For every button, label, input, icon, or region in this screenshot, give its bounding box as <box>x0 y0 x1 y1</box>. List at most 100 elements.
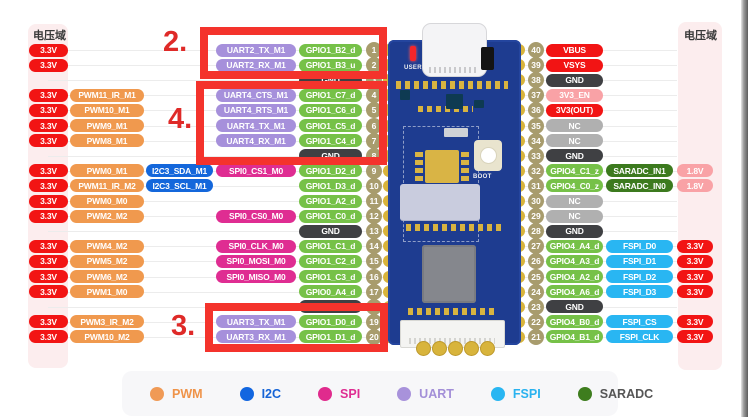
fspi-pill: FSPI_D2 <box>606 270 673 283</box>
voltage-pill: 3.3V <box>677 285 713 299</box>
pwm-pill: PWM9_M1 <box>70 119 144 132</box>
gpio-pill: GPIO1_C2_d <box>299 254 362 268</box>
user-led <box>410 46 416 61</box>
saradc-color-dot <box>577 386 592 401</box>
voltage-pill: 1.8V <box>677 164 713 178</box>
power-pill: VBUS <box>546 43 603 57</box>
nc-pill: NC <box>546 119 603 132</box>
gpio-pill: GPIO0_A4_d <box>299 285 362 299</box>
voltage-pill: 3.3V <box>677 239 713 253</box>
nc-pill: NC <box>546 194 603 208</box>
gpio-pill: GPIO4_A2_d <box>546 270 603 283</box>
gpio-pill: GPIO1_D3_d <box>299 179 362 193</box>
voltage-domain-header-left: 电压域 <box>33 30 66 42</box>
pin-number: 4 <box>366 87 382 104</box>
fspi-pill: FSPI_D0 <box>606 239 673 253</box>
legend-item-saradc: SARADC <box>577 386 653 401</box>
chip-footprint-pad <box>415 168 423 173</box>
fspi-pill: FSPI_D3 <box>606 285 673 299</box>
pin-number: 1 <box>366 42 382 58</box>
legend-item-uart: UART <box>397 386 454 401</box>
voltage-domain-column-right <box>678 22 722 370</box>
annotation-number-3: 3. <box>171 310 196 342</box>
gpio-pill: GPIO4_B1_d <box>546 330 603 344</box>
board-pad-bottom <box>480 341 495 356</box>
chip-footprint-pad <box>415 152 423 157</box>
pwm-pill: PWM0_M0 <box>70 194 144 208</box>
gpio-pill: GPIO1_B2_d <box>299 43 362 57</box>
soc-chip <box>422 245 476 303</box>
voltage-domain-header-right: 电压域 <box>684 30 717 42</box>
pwm-pill: PWM11_IR_M1 <box>70 88 144 102</box>
saradc-pill: SARADC_IN0 <box>606 179 673 193</box>
pin-number: 24 <box>528 283 544 300</box>
pin-number: 29 <box>528 208 544 225</box>
voltage-pill: 3.3V <box>29 270 68 283</box>
legend-label: PWM <box>172 386 203 401</box>
voltage-pill: 3.3V <box>677 254 713 268</box>
pwm-pill: PWM3_IR_M2 <box>70 315 144 329</box>
voltage-pill: 3.3V <box>29 88 68 102</box>
uart-pill: UART4_RTS_M1 <box>216 103 296 117</box>
i2c-color-dot <box>239 386 254 401</box>
row-guide-line <box>48 185 387 187</box>
legend-label: SPI <box>340 386 361 401</box>
power-pill: VSYS <box>546 58 603 72</box>
boot-button <box>474 140 502 171</box>
pin-number: 35 <box>528 117 544 134</box>
voltage-pill: 3.3V <box>677 315 713 329</box>
pwm-pill: PWM6_M2 <box>70 270 144 283</box>
gnd-pill: GND <box>299 224 362 238</box>
voltage-pill: 3.3V <box>29 315 68 329</box>
pwm-color-dot <box>150 386 164 401</box>
row-guide-line <box>48 231 387 233</box>
nc-pill: NC <box>546 134 603 148</box>
gpio-pill: GPIO1_C4_d <box>299 134 362 148</box>
pin-number: 31 <box>528 177 544 194</box>
legend-item-fspi: FSPI <box>490 386 541 401</box>
pin-number: 11 <box>366 193 382 209</box>
pin-number: 16 <box>366 268 382 285</box>
chip-footprint <box>425 150 459 183</box>
window-edge-strip <box>741 0 748 417</box>
pin-number: 33 <box>528 147 544 164</box>
pin-number: 26 <box>528 253 544 270</box>
smd-components-row <box>408 308 498 315</box>
gpio-pill: GPIO1_C5_d <box>299 119 362 132</box>
voltage-pill: 3.3V <box>29 179 68 193</box>
pin-number: 37 <box>528 87 544 104</box>
uart-color-dot <box>397 386 412 401</box>
legend-item-pwm: PWM <box>150 386 203 401</box>
chip-footprint-pad <box>415 160 423 165</box>
legend-label: FSPI <box>512 386 541 401</box>
gpio-pill: GPIO4_A3_d <box>546 254 603 268</box>
gnd-pill: GND <box>546 300 603 314</box>
voltage-pill: 3.3V <box>29 103 68 117</box>
component-black <box>481 47 494 70</box>
gpio-pill: GPIO1_D1_d <box>299 330 362 344</box>
gpio-pill: GPIO4_A4_d <box>546 239 603 253</box>
pwm-pill: PWM8_M1 <box>70 134 144 148</box>
voltage-pill: 3.3V <box>29 194 68 208</box>
uart-pill: UART2_RX_M1 <box>216 58 296 72</box>
row-guide-line <box>48 155 387 157</box>
gpio-pill: GPIO1_C1_d <box>299 239 362 253</box>
i2c-pill: I2C3_SDA_M1 <box>146 164 213 178</box>
chip-footprint-pad <box>461 176 469 181</box>
pin-number: 34 <box>528 132 544 149</box>
pin-number: 27 <box>528 238 544 255</box>
pin-number: 22 <box>528 313 544 330</box>
pwm-pill: PWM10_M1 <box>70 103 144 117</box>
spi-pill: SPI0_CS1_M0 <box>216 164 296 178</box>
voltage-pill: 3.3V <box>677 330 713 344</box>
gpio-pill: GPIO1_B3_u <box>299 58 362 72</box>
gnd-pill: GND <box>546 224 603 238</box>
gpio-pill: GPIO4_B0_d <box>546 315 603 329</box>
voltage-pill: 3.3V <box>29 134 68 148</box>
board-pad-bottom <box>448 341 463 356</box>
pin-number: 39 <box>528 57 544 74</box>
chip-footprint-pad <box>415 176 423 181</box>
spi-color-dot <box>318 386 333 401</box>
